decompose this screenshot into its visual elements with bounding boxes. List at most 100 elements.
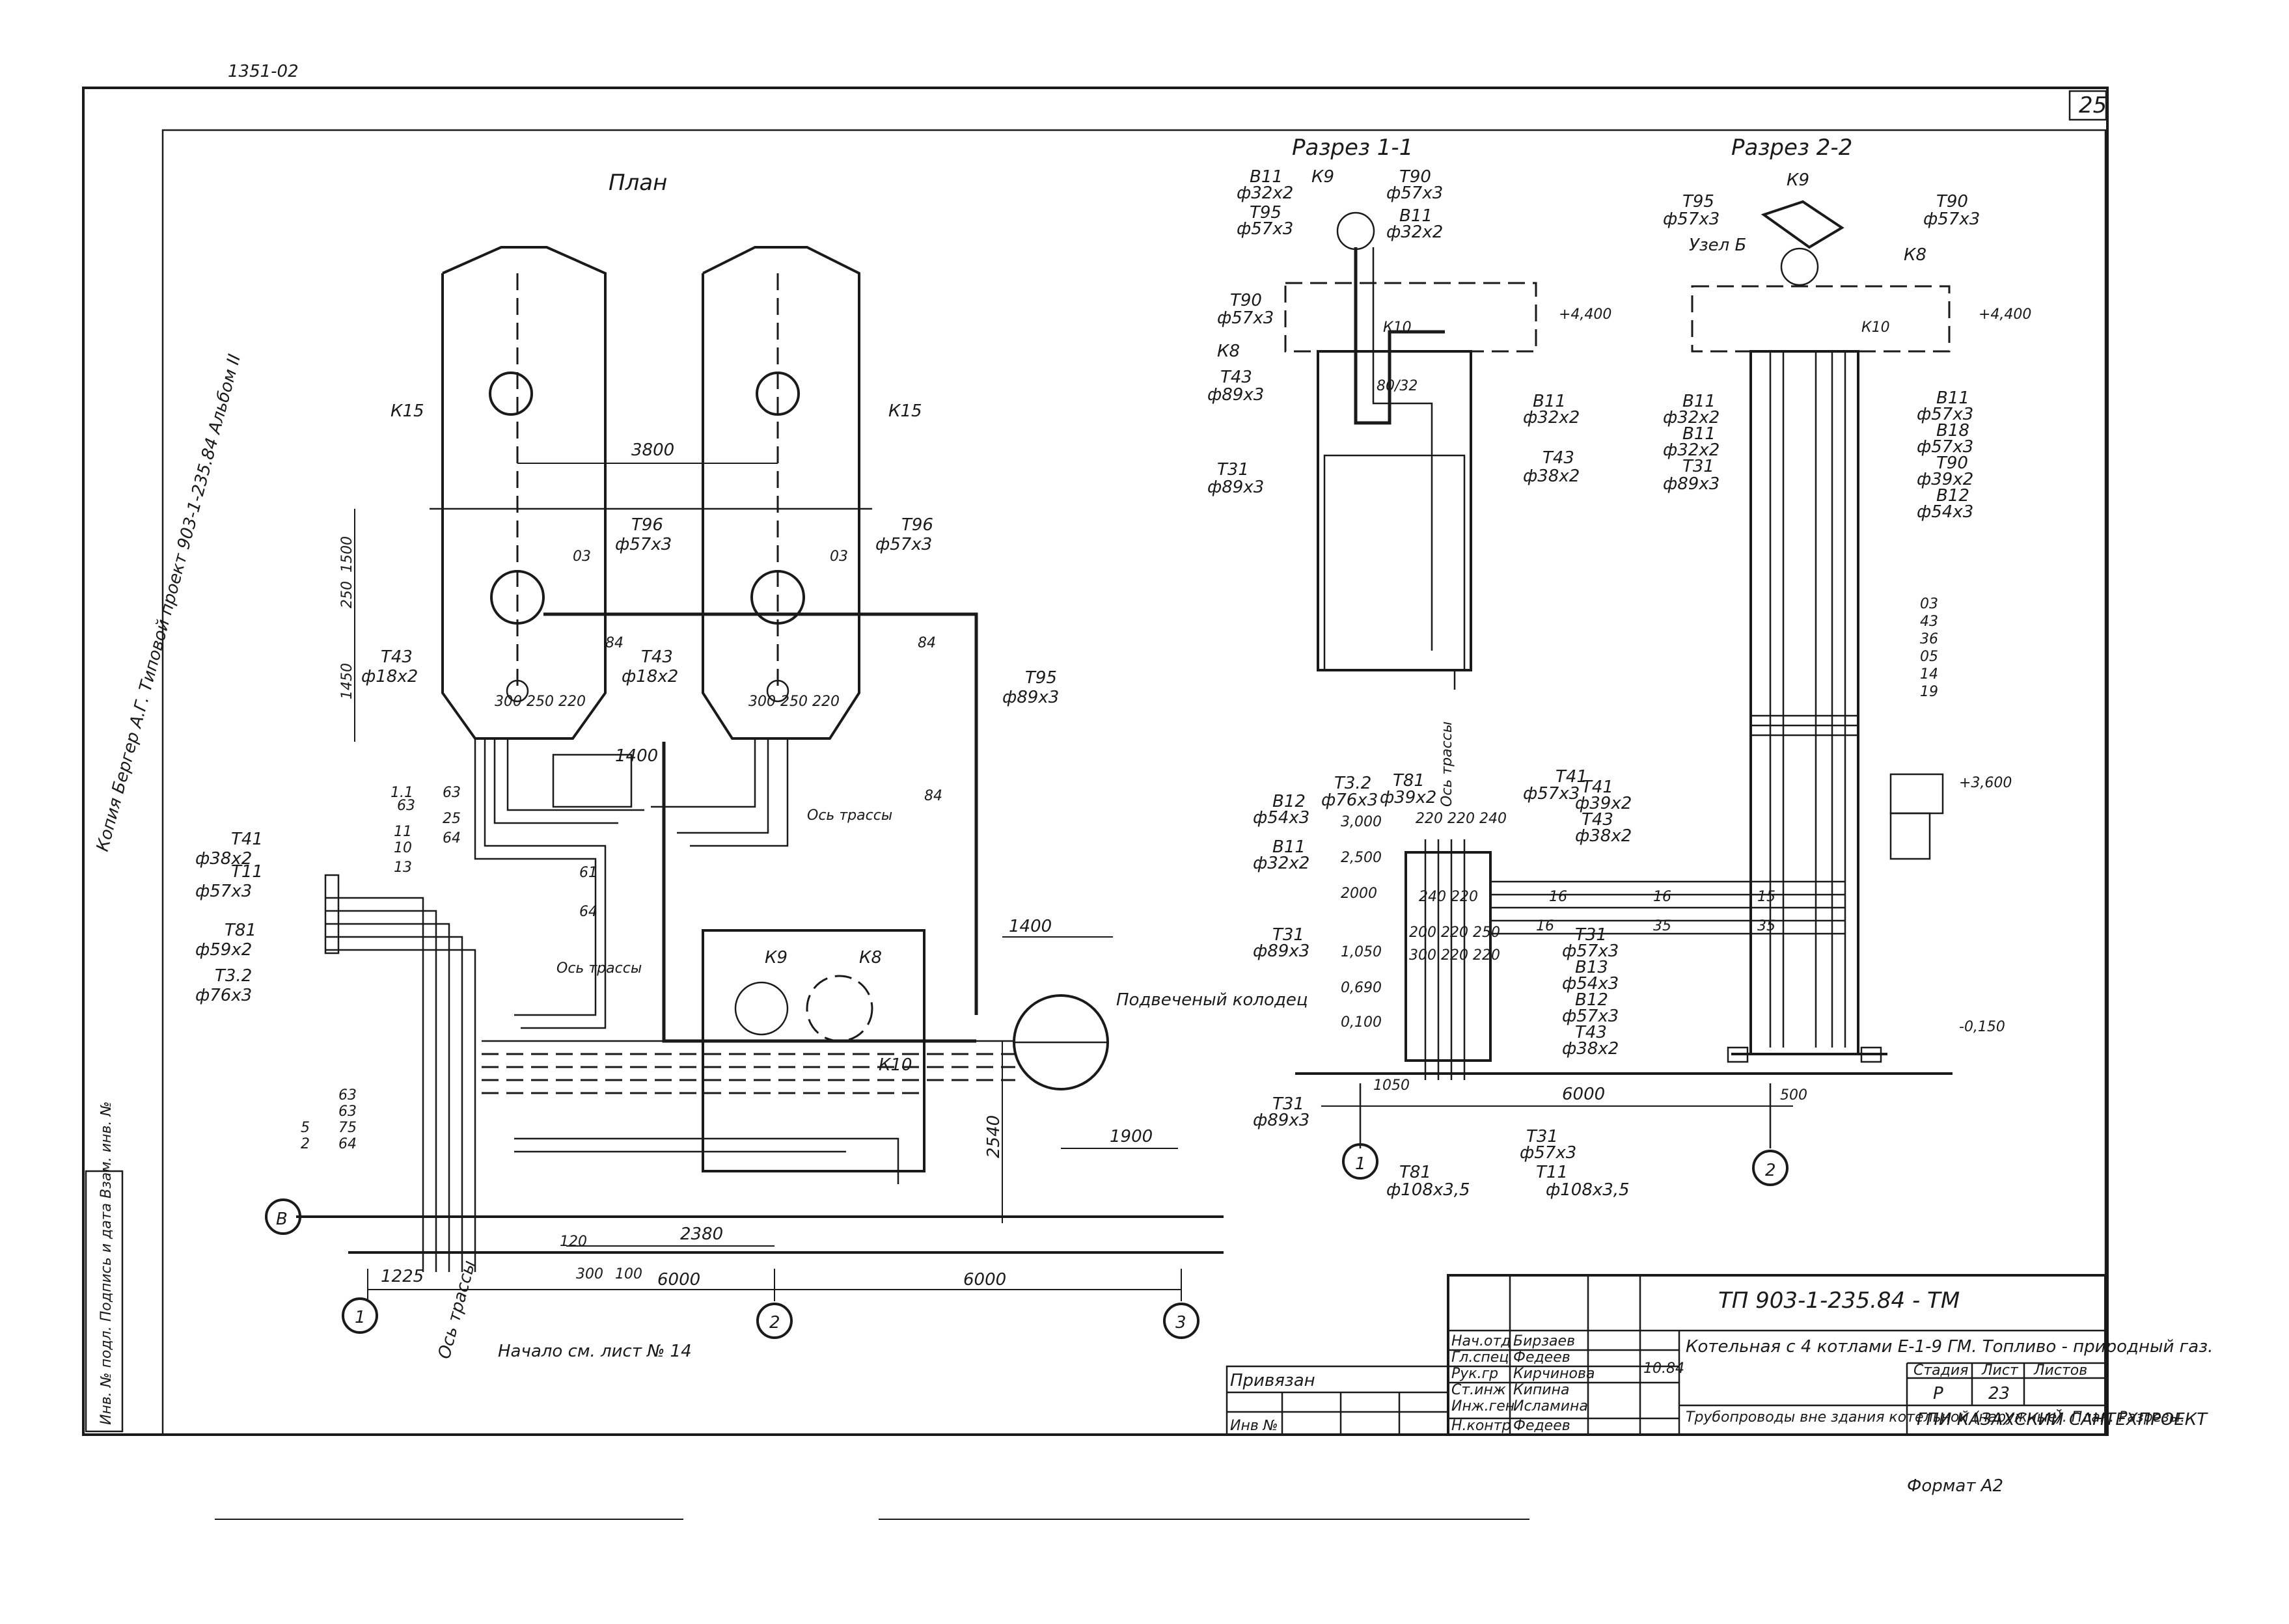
stack-bottom-2: 75	[338, 1120, 357, 1136]
valves-right: 300 250 220	[748, 694, 840, 710]
low-left-5: ф89х3	[1253, 941, 1309, 961]
low-lvl-5: 0,100	[1341, 1014, 1382, 1031]
low-right-2: В13	[1575, 958, 1608, 977]
dim-1450: 1450	[339, 663, 355, 699]
low-left-6: Т31	[1272, 1094, 1304, 1114]
stack-top-0: 1.1	[391, 785, 413, 801]
t43-mid-size: ф18х2	[622, 667, 678, 686]
grid-axes: В 1 2 3 1225 6000 6000 2380 120 300 100	[265, 1198, 1224, 1339]
s22-mr-2: В18	[1936, 421, 1969, 440]
low-left-3: ф32х2	[1253, 854, 1309, 873]
mark-84-a: 84	[605, 635, 624, 651]
left-stamp: Инв. № подл. Подпись и дата Взам. инв. №	[98, 1102, 115, 1425]
s22-stack-5: 19	[1920, 684, 1938, 700]
section11-title: Разрез 1-1	[1292, 135, 1413, 161]
pipe-trench	[482, 1040, 1015, 1184]
t96-right-label: Т96	[901, 515, 933, 535]
axis-2: 2	[769, 1313, 780, 1333]
s11-l18: ф32х2	[1523, 408, 1580, 427]
low-mark-5: 16	[1536, 918, 1554, 934]
low-top-9: Т43	[1582, 810, 1613, 830]
low-valves-0: 220 220 240	[1416, 811, 1507, 827]
low-right-6: Т43	[1575, 1023, 1607, 1042]
s22-k9: К9	[1787, 170, 1809, 190]
t43-mid-label: Т43	[641, 647, 673, 667]
sheet-number: 25	[2079, 92, 2107, 118]
s11-l9: Т90	[1230, 291, 1262, 310]
dim-1400-right: 1400	[1009, 917, 1052, 936]
s22-ml-1: ф32х2	[1663, 408, 1720, 427]
section22-title: Разрез 2-2	[1731, 135, 1852, 161]
s22-level-3600: +3,600	[1959, 775, 2012, 791]
low-mark-1: 16	[1653, 889, 1671, 905]
lower-section: 1 2 6000 1050 500 Т3.2 ф76х3 Т81 ф39х2 О…	[1253, 722, 1953, 1200]
s11-l19: Т31	[1217, 460, 1249, 480]
tb-title: Котельная с 4 котлами Е-1-9 ГМ. Топливо …	[1686, 1337, 2213, 1357]
t43-left-size: ф18х2	[361, 667, 418, 686]
low-lvl-4: 0,690	[1341, 980, 1382, 996]
dim-1400-top: 1400	[615, 746, 658, 766]
mark-84-c: 84	[924, 788, 942, 804]
s11-l10: ф57х3	[1217, 308, 1274, 328]
tb-privyazan: Привязан	[1230, 1371, 1315, 1390]
s11-l7: В11	[1399, 206, 1432, 226]
stack-bottom-1: 63	[338, 1103, 357, 1120]
low-right-5: ф57х3	[1562, 1007, 1619, 1026]
stack-top-4: 64	[443, 830, 461, 846]
staff-role-2: Рук.гр	[1451, 1366, 1498, 1382]
s22-tr-3: +4,400	[1979, 306, 2031, 323]
dim-6000-left: 6000	[657, 1270, 700, 1290]
s11-l4: ф57х3	[1386, 183, 1443, 203]
s22-tr-2: К8	[1904, 245, 1926, 265]
low-left-7: ф89х3	[1253, 1111, 1309, 1130]
section-2-2: Разрез 2-2 К9 Т95 ф57х3 Узел Б Т90 ф57х3…	[1663, 135, 2031, 1063]
t11-label: Т11	[231, 862, 263, 882]
low-mark-4: 35	[1757, 918, 1775, 934]
staff-name-0: Бирзаев	[1513, 1333, 1575, 1349]
s11-l2: К9	[1311, 167, 1334, 187]
s22-left-1: ф57х3	[1663, 210, 1720, 229]
dim-2540: 2540	[984, 1115, 1004, 1158]
s11-l21: Т43	[1542, 448, 1574, 468]
s22-mr-6: В12	[1936, 486, 1969, 506]
staff-role-3: Ст.инж	[1451, 1382, 1506, 1398]
pipe-bundle-left: 1400	[474, 738, 976, 1043]
s11-l22: ф38х2	[1523, 467, 1580, 486]
low-bottom-4: Т81	[1399, 1163, 1431, 1182]
tb-stage: Р	[1933, 1384, 1943, 1403]
s22-left-2: Узел Б	[1689, 236, 1746, 255]
lower-labels: Т3.2 ф76х3 Т81 ф39х2 Ось трассы Т41 ф57х…	[1253, 722, 1775, 1200]
tb-doc-code: ТП 903-1-235.84 - ТМ	[1718, 1288, 1960, 1314]
staff-role-1: Гл.спец	[1451, 1349, 1509, 1366]
k9-label: К9	[765, 948, 788, 968]
dim-250: 250	[339, 581, 355, 608]
section-1-1: Разрез 1-1 В11 ф32х2 К9 Т90 ф57х3 Т95 ф5…	[1207, 135, 1611, 690]
staff-name-4: Исламина	[1513, 1398, 1588, 1414]
s22-left-0: Т95	[1682, 192, 1714, 211]
s22-tr-0: Т90	[1936, 192, 1968, 211]
stack-bottom-0: 63	[338, 1087, 357, 1103]
staff-name-5: Федеев	[1513, 1418, 1570, 1434]
staff-name-1: Федеев	[1513, 1349, 1570, 1366]
t81-size: ф59х2	[195, 940, 252, 960]
low-bottom-2: Т11	[1536, 1163, 1568, 1182]
s22-tr-4: К10	[1861, 319, 1890, 336]
t95-size: ф89х3	[1002, 688, 1059, 707]
tb-org: ГПИ КАЗАХСКИЙ САНТЕХПРОЕКТ	[1917, 1409, 2208, 1429]
tb-drawing-title: Трубопроводы вне здания котельной (наруж…	[1686, 1409, 2185, 1426]
dim-1900: 1900	[1110, 1127, 1153, 1146]
s22-mr-0: В11	[1936, 388, 1969, 408]
low-top-1: ф76х3	[1321, 791, 1378, 810]
s22-stack-0: 03	[1920, 596, 1938, 612]
s11-l1: ф32х2	[1237, 183, 1293, 203]
mark-03-a: 03	[573, 548, 591, 565]
mid-stack-2: 64	[579, 904, 597, 920]
sheet-format: Формат А2	[1907, 1476, 2003, 1496]
low-lvl-0: 3,000	[1341, 814, 1382, 830]
staff-name-3: Кипина	[1513, 1382, 1569, 1398]
left-small-1: 2	[301, 1136, 310, 1152]
axis-label-2: Ось трассы	[556, 960, 642, 977]
stack-top-2: 63	[443, 785, 461, 801]
lower-dim-1050: 1050	[1373, 1077, 1410, 1094]
low-top-8: ф39х2	[1575, 794, 1632, 813]
